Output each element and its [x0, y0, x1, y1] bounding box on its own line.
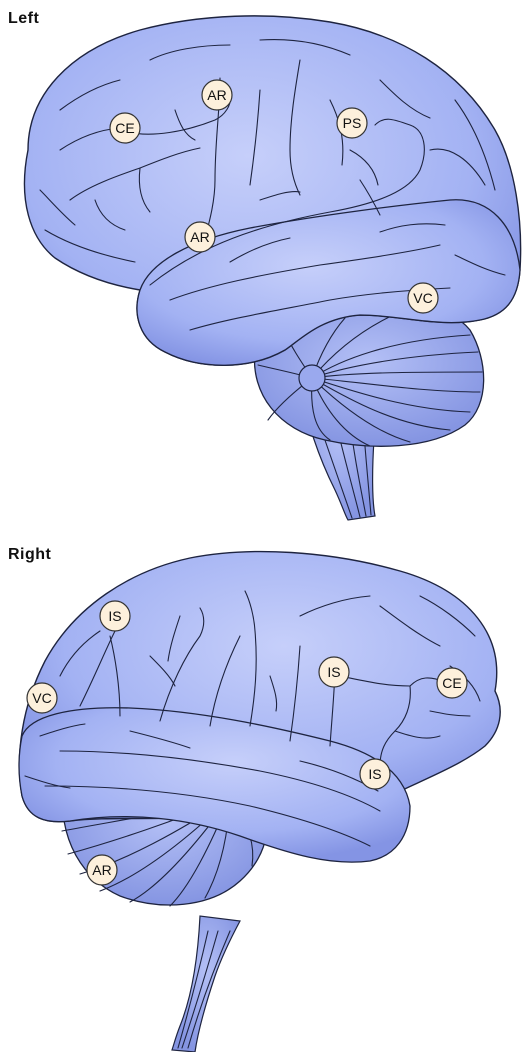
pons-knob — [299, 365, 325, 391]
svg-text:PS: PS — [343, 115, 362, 131]
svg-text:AR: AR — [92, 862, 111, 878]
marker-ar-lower: AR — [185, 222, 215, 252]
marker-ps: PS — [337, 108, 367, 138]
svg-text:AR: AR — [190, 229, 209, 245]
right-hemisphere-diagram: IS IS CE VC IS AR — [0, 536, 523, 1052]
marker-is-center: IS — [319, 657, 349, 687]
marker-vc: VC — [408, 283, 438, 313]
left-hemisphere-diagram: CE AR AR PS VC — [0, 0, 523, 530]
svg-text:VC: VC — [32, 690, 51, 706]
svg-text:IS: IS — [108, 608, 121, 624]
marker-ar: AR — [87, 855, 117, 885]
svg-text:CE: CE — [442, 675, 461, 691]
svg-text:VC: VC — [413, 290, 432, 306]
marker-vc: VC — [27, 683, 57, 713]
marker-is-upper-left: IS — [100, 601, 130, 631]
svg-text:CE: CE — [115, 120, 134, 136]
marker-ar-upper: AR — [202, 80, 232, 110]
svg-text:AR: AR — [207, 87, 226, 103]
svg-text:IS: IS — [327, 664, 340, 680]
svg-text:IS: IS — [368, 766, 381, 782]
marker-ce: CE — [110, 113, 140, 143]
marker-ce: CE — [437, 668, 467, 698]
marker-is-lower: IS — [360, 759, 390, 789]
